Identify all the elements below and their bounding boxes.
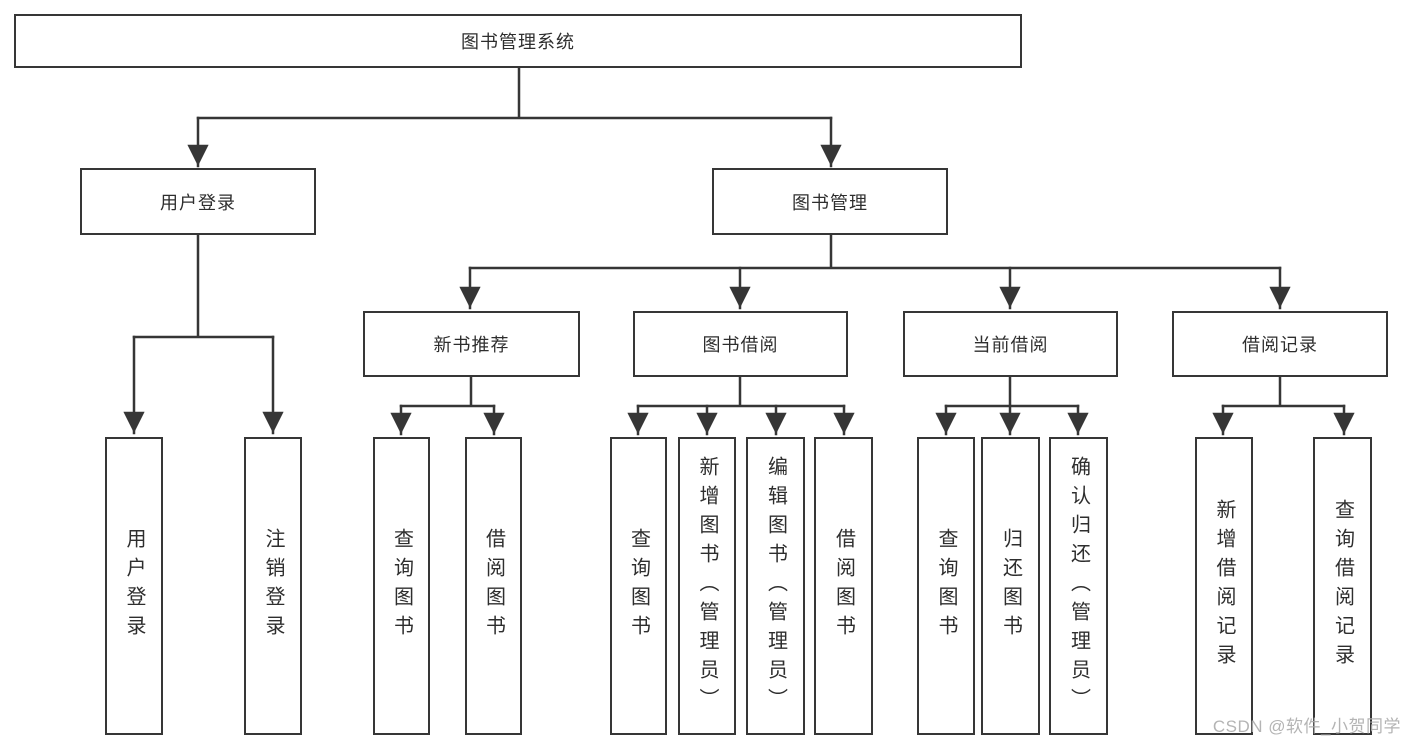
leaf-borrow-books-recommend: 借阅图书 [465,437,522,735]
connector-user-login-to-children [123,233,284,435]
connector-book-management-to-level3 [459,233,1291,310]
node-library-system: 图书管理系统 [14,14,1022,68]
leaf-edit-book-admin: 编辑图书（管理员） [746,437,805,735]
leaf-add-borrow-record: 新增借阅记录 [1195,437,1253,735]
leaf-borrow-books: 借阅图书 [814,437,873,735]
connector-borrow-records-to-children [1212,375,1355,436]
node-user-login: 用户登录 [80,168,316,235]
connector-new-book-recommend-to-children [390,375,505,436]
node-book-borrowing: 图书借阅 [633,311,848,377]
leaf-confirm-return-admin: 确认归还（管理员） [1049,437,1108,735]
node-book-management: 图书管理 [712,168,948,235]
leaf-logout: 注销登录 [244,437,302,735]
connector-book-borrowing-to-children [627,375,855,436]
leaf-query-borrow-record: 查询借阅记录 [1313,437,1372,735]
leaf-user-login: 用户登录 [105,437,163,735]
leaf-query-books-borrowing: 查询图书 [610,437,667,735]
leaf-add-book-admin: 新增图书（管理员） [678,437,736,735]
node-new-book-recommend: 新书推荐 [363,311,580,377]
connector-current-borrowing-to-children [935,375,1089,436]
leaf-return-books: 归还图书 [981,437,1040,735]
leaf-query-books-recommend: 查询图书 [373,437,430,735]
node-current-borrowing: 当前借阅 [903,311,1118,377]
csdn-watermark: CSDN @软件_小贺同学 [1212,717,1401,736]
node-borrow-records: 借阅记录 [1172,311,1388,377]
leaf-query-books-current: 查询图书 [917,437,975,735]
connector-root-to-level2 [187,66,842,168]
